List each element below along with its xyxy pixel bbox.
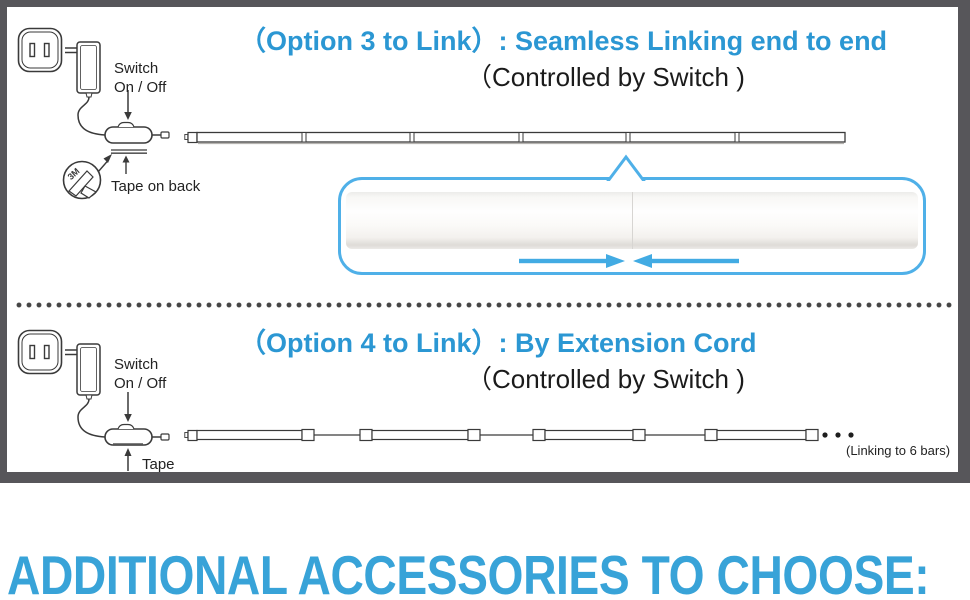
option3-title: （Option 3 to Link）: Seamless Linking end…: [239, 26, 888, 56]
option4-title: （Option 4 to Link）: By Extension Cord: [239, 328, 757, 358]
option4-subtitle: （Controlled by Switch ): [466, 364, 745, 394]
wall-outlet-icon: [17, 27, 63, 73]
light-bar-row-seamless: [184, 131, 846, 145]
option3-switch-label: Switch On / Off: [114, 60, 167, 96]
dotted-divider: [16, 302, 954, 308]
light-bar-row-extension: [184, 428, 854, 442]
power-adapter-switch-icon: [65, 343, 170, 446]
tape-icon: [113, 443, 143, 471]
option4-switch-label: Switch On / Off: [114, 356, 167, 392]
push-together-arrows-icon: [519, 254, 739, 268]
option4-tape-note: Tape: [142, 456, 175, 473]
footer-heading: ADDITIONAL ACCESSORIES TO CHOOSE:: [7, 544, 930, 600]
linking-note: (Linking to 6 bars): [846, 443, 951, 458]
option3-tape-note: Tape on back: [111, 178, 201, 195]
option3-subtitle: （Controlled by Switch ): [466, 62, 745, 92]
diagram-frame: （Option 3 to Link）: Seamless Linking end…: [0, 0, 970, 483]
bar-joint-seam: [632, 192, 633, 249]
callout-pointer: [606, 154, 646, 181]
power-adapter-switch-icon: [65, 41, 170, 144]
wall-outlet-icon: [17, 329, 63, 375]
tape-3m-icon: 3M: [62, 149, 147, 200]
joined-bars-photo: [346, 192, 918, 249]
